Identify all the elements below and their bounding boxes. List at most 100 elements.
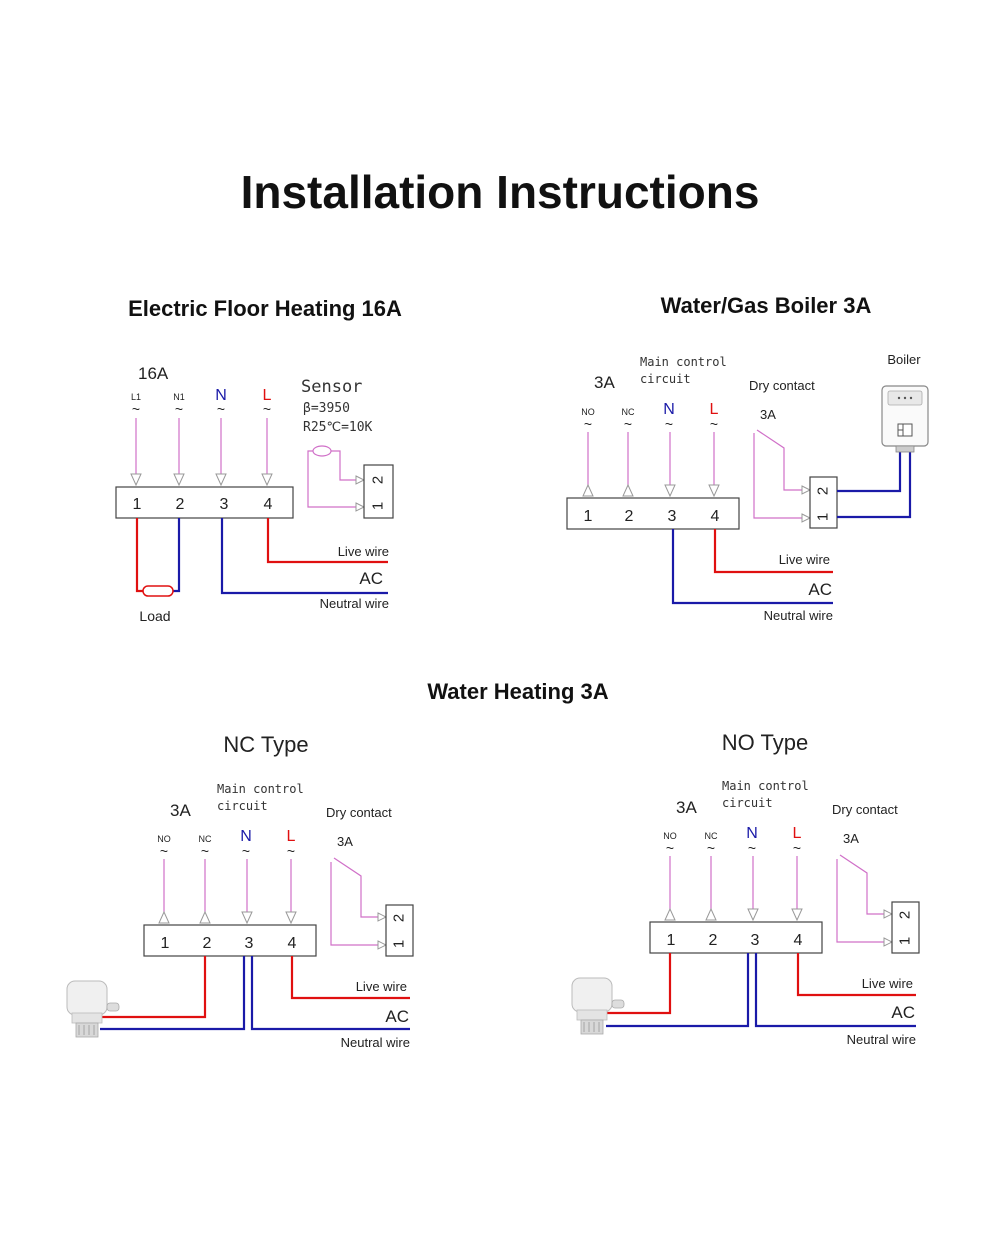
boiler-input-no: NO (581, 407, 595, 417)
boiler-tilde-4: ~ (710, 416, 718, 432)
sensor-arrows (355, 475, 366, 512)
no-neutral-wire-label: Neutral wire (847, 1032, 916, 1047)
nc-circuit: circuit (217, 799, 268, 813)
boiler-terminal-block (566, 497, 740, 530)
nc-input-nc: NC (199, 834, 212, 844)
no-dry-rating: 3A (843, 831, 859, 846)
nc-terminal-block (143, 924, 317, 957)
neutral-wire (220, 518, 388, 595)
no-actuator-blue-wire (606, 953, 750, 1028)
nc-neutral-wire-label: Neutral wire (341, 1035, 410, 1050)
boiler-terminal-4: 4 (711, 508, 720, 525)
boiler-terminal-arrows (582, 483, 720, 498)
nc-type-diagram: NC Type 3A Main control circuit Dry cont… (66, 732, 414, 1050)
boiler-tilde-2: ~ (624, 416, 632, 432)
no-rating: 3A (676, 798, 697, 817)
no-terminal-2: 2 (709, 932, 718, 949)
no-terminal-3: 3 (751, 932, 760, 949)
boiler-input-nc: NC (622, 407, 635, 417)
input-label-l1: L1 (131, 392, 141, 402)
electric-title: Electric Floor Heating 16A (128, 296, 402, 321)
sensor-beta: β=3950 (303, 401, 350, 416)
nc-dry-contact-wires (330, 857, 378, 946)
no-actuator-icon (571, 977, 625, 1035)
boiler-pin-2: 2 (815, 487, 832, 495)
nc-actuator-icon (66, 980, 120, 1038)
terminal-4: 4 (264, 496, 273, 513)
boiler-tilde-3: ~ (665, 416, 673, 432)
boiler-live-wire (713, 529, 833, 574)
nc-tilde-2: ~ (201, 843, 209, 859)
sensor-pin-1: 1 (370, 502, 387, 510)
no-circuit: circuit (722, 796, 773, 810)
nc-input-wires (163, 859, 292, 912)
ac-label: AC (359, 569, 383, 588)
no-tilde-3: ~ (748, 840, 756, 856)
boiler-input-wires (587, 432, 715, 485)
no-pin-1: 1 (897, 937, 914, 945)
nc-ac-label: AC (385, 1007, 409, 1026)
sensor-terminal (363, 464, 394, 519)
no-dry-contact-wires (836, 854, 884, 943)
nc-input-l: L (287, 828, 296, 845)
nc-dry-rating: 3A (337, 834, 353, 849)
no-contact-terminal (891, 901, 920, 954)
no-type-diagram: NO Type 3A Main control circuit Dry cont… (571, 730, 920, 1047)
boiler-contact-terminal (809, 476, 838, 529)
no-tilde-1: ~ (666, 840, 674, 856)
water-heating-title: Water Heating 3A (427, 679, 608, 704)
live-wire (266, 518, 388, 564)
boiler-icon (881, 385, 929, 453)
sensor-r25: R25℃=10K (303, 420, 373, 435)
sensor-label: Sensor (301, 377, 362, 397)
no-live-wire (796, 953, 916, 997)
nc-terminal-3: 3 (245, 935, 254, 952)
no-terminal-arrows (664, 907, 803, 922)
terminal-3: 3 (220, 496, 229, 513)
boiler-neutral-wire (671, 529, 833, 605)
nc-actuator-red-wire (100, 956, 207, 1019)
nc-contact-arrows (377, 912, 388, 950)
page-title: Installation Instructions (241, 166, 760, 218)
no-input-n: N (746, 825, 758, 842)
input-label-n: N (215, 387, 227, 404)
boiler-main-control: Main control (640, 355, 727, 369)
nc-tilde-3: ~ (242, 843, 250, 859)
no-contact-arrows (883, 909, 894, 947)
no-pin-2: 2 (897, 911, 914, 919)
nc-pin-2: 2 (391, 914, 408, 922)
no-input-nc: NC (705, 831, 718, 841)
input-wires (135, 418, 268, 474)
boiler-dry-rating: 3A (760, 407, 776, 422)
neutral-wire-label: Neutral wire (320, 596, 389, 611)
nc-rating: 3A (170, 801, 191, 820)
no-input-no: NO (663, 831, 677, 841)
no-dry-contact: Dry contact (832, 802, 898, 817)
nc-main-control: Main control (217, 782, 304, 796)
live-wire-label: Live wire (338, 544, 389, 559)
no-ac-label: AC (891, 1003, 915, 1022)
nc-dry-contact: Dry contact (326, 805, 392, 820)
nc-terminal-4: 4 (288, 935, 297, 952)
terminal-1: 1 (133, 496, 142, 513)
boiler-label: Boiler (887, 352, 921, 367)
no-terminal-1: 1 (667, 932, 676, 949)
boiler-circuit: circuit (640, 372, 691, 386)
boiler-ac-label: AC (808, 580, 832, 599)
nc-contact-terminal (385, 904, 414, 957)
boiler-dry-contact-wires (753, 429, 802, 519)
boiler-input-n: N (663, 401, 675, 418)
no-actuator-red-wire (606, 953, 672, 1015)
nc-actuator-blue-wire (100, 956, 246, 1031)
terminal-block (115, 486, 294, 519)
boiler-live-wire-label: Live wire (779, 552, 830, 567)
load-red-wire (135, 518, 143, 593)
nc-live-wire-label: Live wire (356, 979, 407, 994)
no-live-wire-label: Live wire (862, 976, 913, 991)
nc-tilde-1: ~ (160, 843, 168, 859)
nc-terminal-arrows (158, 910, 297, 925)
nc-terminal-1: 1 (161, 935, 170, 952)
boiler-terminal-2: 2 (625, 508, 634, 525)
terminal-arrows (130, 473, 273, 487)
